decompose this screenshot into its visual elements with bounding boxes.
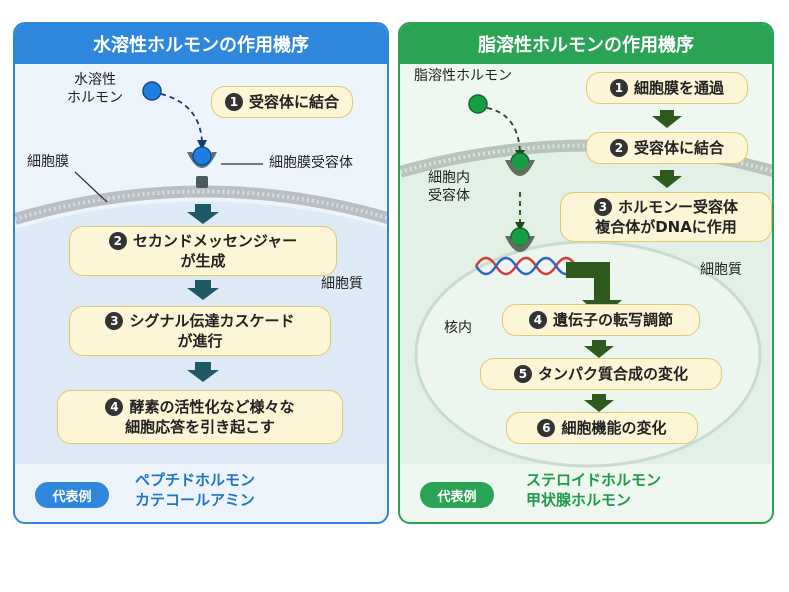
lipid-soluble-title: 脂溶性ホルモンの作用機序 bbox=[400, 24, 772, 64]
membrane-pointer bbox=[74, 171, 108, 203]
cytoplasm-label: 細胞質 bbox=[321, 276, 363, 292]
flow-arrows bbox=[187, 204, 219, 382]
intracellular-receptor-label: 細胞内 受容体 bbox=[428, 170, 470, 204]
flow-arrows bbox=[584, 110, 682, 412]
dna-helix-icon bbox=[474, 256, 578, 276]
membrane-receptor-label: 細胞膜受容体 bbox=[269, 155, 353, 171]
water-example-badge: 代表例 bbox=[35, 482, 109, 508]
lipid-hormone-circle bbox=[468, 94, 488, 114]
water-hormone-label: 水溶性 ホルモン bbox=[67, 72, 123, 106]
lipid-hormone-label: 脂溶性ホルモン bbox=[414, 68, 512, 84]
lipid-example-badge: 代表例 bbox=[420, 482, 494, 508]
hormone-path-arrow bbox=[486, 107, 521, 153]
water-examples: ペプチドホルモン カテコールアミン bbox=[135, 471, 256, 510]
membrane-receptor-icon bbox=[187, 152, 217, 168]
hormone-path-arrow bbox=[160, 93, 203, 143]
cell-membrane-label: 細胞膜 bbox=[27, 154, 69, 170]
lipid-examples: ステロイドホルモン 甲状腺ホルモン bbox=[526, 471, 662, 510]
nucleus-label: 核内 bbox=[444, 320, 472, 336]
water-hormone-circle bbox=[142, 81, 162, 101]
cytoplasm-label: 細胞質 bbox=[700, 262, 742, 278]
water-soluble-title: 水溶性ホルモンの作用機序 bbox=[15, 24, 387, 64]
nucleus-area bbox=[414, 240, 762, 468]
lipid-soluble-panel: 脂溶性ホルモンの作用機序 bbox=[398, 22, 774, 524]
